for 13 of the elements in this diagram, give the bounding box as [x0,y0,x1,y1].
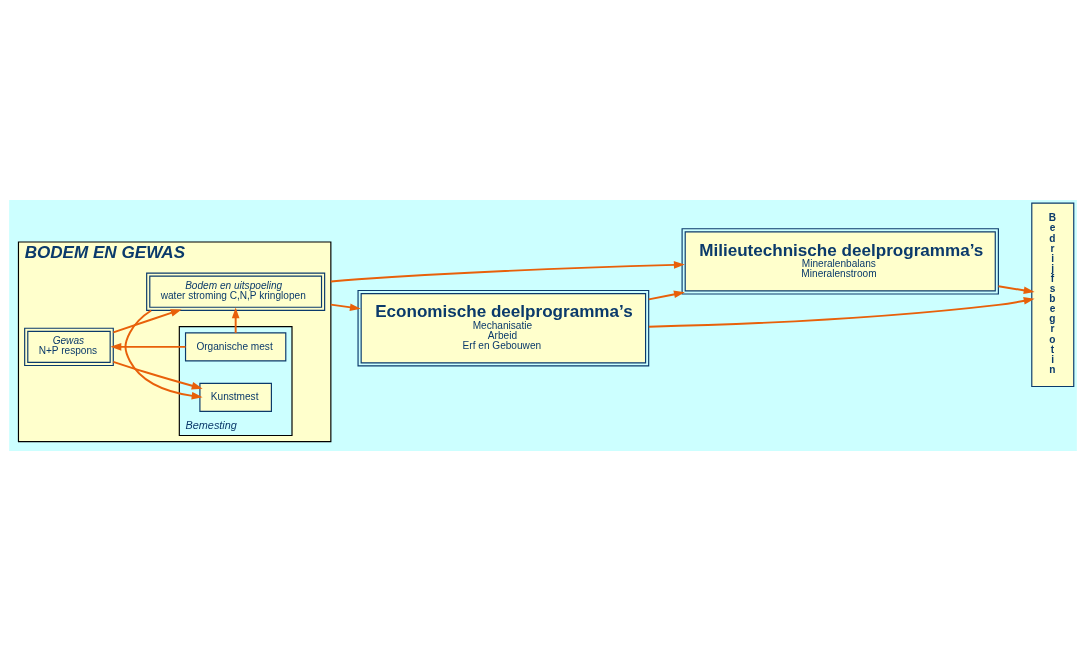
arrow [329,303,361,311]
arrow [329,260,685,282]
arrow [231,306,240,334]
node-box: Bedrijfsbegrotin [1031,202,1075,387]
node-box: Organische mest [184,331,287,361]
arrow [647,296,1035,328]
arrow [112,308,182,333]
arrow [997,284,1035,294]
arrow [647,290,685,300]
arrow [110,342,187,351]
node-box: Kunstmest [199,382,272,412]
arrow [124,309,203,400]
arrow [112,360,203,389]
